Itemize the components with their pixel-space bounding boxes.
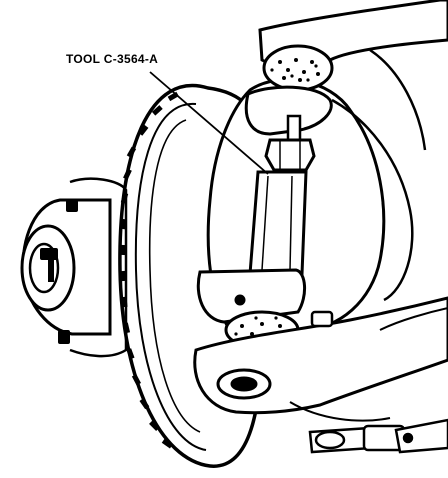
wheel-studs xyxy=(40,200,78,344)
knuckle-fastener xyxy=(310,310,334,328)
lower-control-arm xyxy=(193,296,448,422)
tool-callout-label: TOOL C-3564-A xyxy=(66,52,159,66)
press-tool xyxy=(196,85,333,324)
tie-rod-end xyxy=(308,418,448,454)
callout-leader-line xyxy=(149,71,269,175)
upper-ball-joint xyxy=(262,44,334,92)
